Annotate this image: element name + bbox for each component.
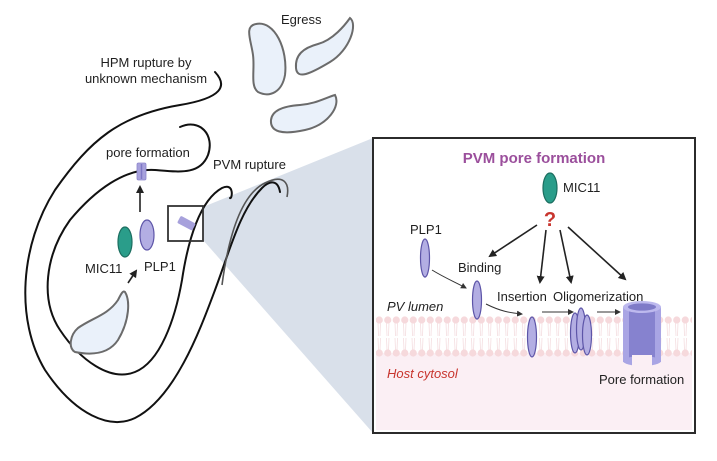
pore-icon-small <box>136 162 147 181</box>
bound-plp1-protein <box>471 280 483 320</box>
insertion-label: Insertion <box>497 289 547 304</box>
inset-mic11-protein <box>542 172 558 204</box>
arrow-plp1-to-binding <box>431 269 467 289</box>
plp1-oligomer <box>569 307 593 356</box>
inset-mic11-label: MIC11 <box>563 180 600 195</box>
arrow-to-oligomerization <box>559 229 574 284</box>
zoom-region-box[interactable] <box>167 205 204 242</box>
mic11-label: MIC11 <box>85 261 122 276</box>
inset-title: PVM pore formation <box>463 150 606 167</box>
zoom-wedge <box>203 138 373 433</box>
arrow-to-insertion <box>536 229 547 284</box>
plp1-label: PLP1 <box>144 259 176 274</box>
plp1-protein <box>139 219 155 251</box>
oligomerization-label: Oligomerization <box>553 289 643 304</box>
host-cytosol-label: Host cytosol <box>387 366 459 381</box>
host-plasma-membrane <box>24 71 281 423</box>
intracellular-parasite <box>69 290 130 355</box>
inset-panel <box>372 137 696 434</box>
pore-icon-in-box <box>177 216 196 231</box>
egress-parasite-2 <box>294 16 355 76</box>
inserted-plp1-protein <box>526 316 538 358</box>
pore-formation-label: pore formation <box>106 145 190 160</box>
hpm-rupture-label-line2: unknown mechanism <box>85 71 207 86</box>
binding-label: Binding <box>458 260 501 275</box>
hpm-rupture-label: HPM rupture by <box>100 55 192 70</box>
pore-formation-step-label: Pore formation <box>599 372 684 387</box>
arrow-binding-to-insertion <box>485 303 523 317</box>
question-mark: ? <box>544 209 556 231</box>
inset-plp1-protein <box>419 238 431 278</box>
inset-plp1-label: PLP1 <box>410 222 442 237</box>
pv-lumen-label: PV lumen <box>387 299 443 314</box>
pvm-rupture-curve <box>221 178 289 286</box>
pvm-rupture-label: PVM rupture <box>213 157 286 172</box>
arrow-to-binding <box>488 224 538 258</box>
arrow-secretion <box>127 269 138 284</box>
arrow-to-pore-formation <box>567 226 627 281</box>
egress-label: Egress <box>281 12 322 27</box>
mic11-protein <box>117 226 133 258</box>
egress-parasite-3 <box>269 93 338 134</box>
pv-membrane <box>46 123 233 376</box>
pore-complex <box>623 301 661 367</box>
egress-parasite-1 <box>248 22 287 96</box>
